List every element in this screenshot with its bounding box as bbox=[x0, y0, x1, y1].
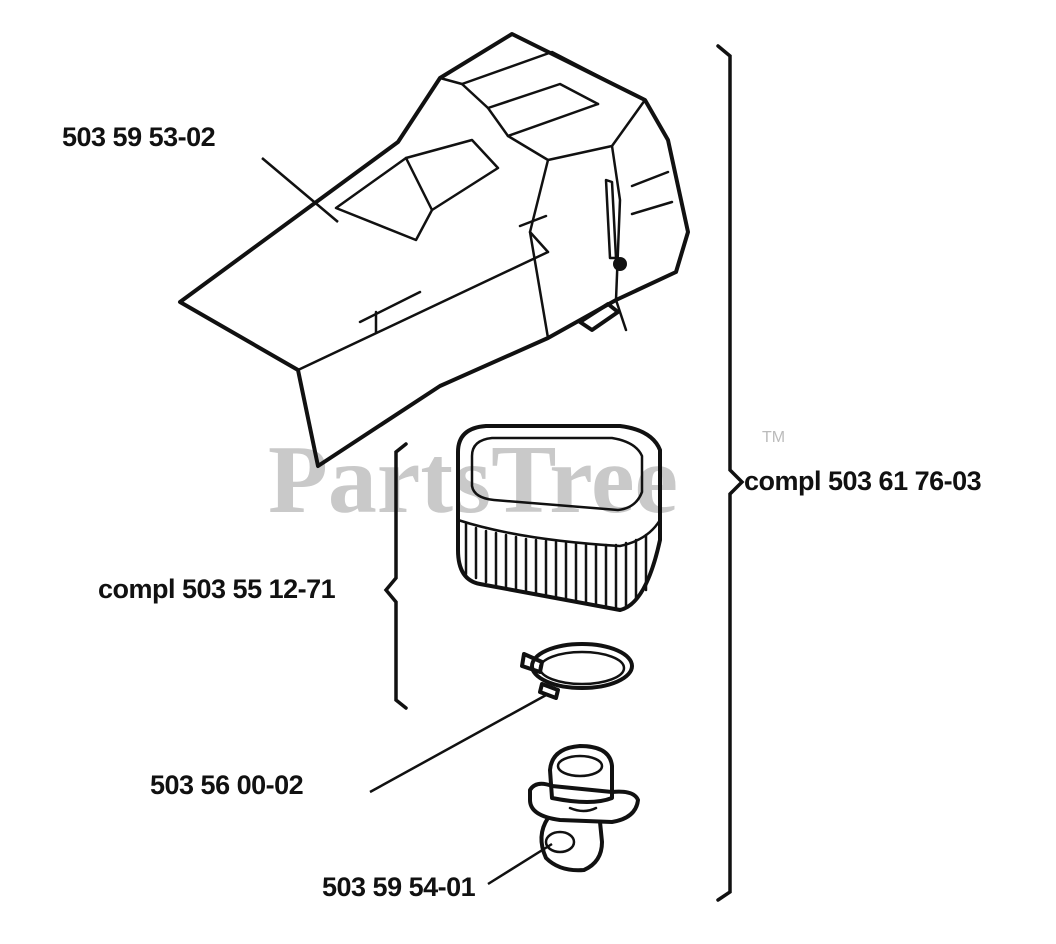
hose-clamp-drawing[interactable] bbox=[520, 642, 634, 700]
part-number-assembly[interactable]: compl 503 61 76-03 bbox=[744, 466, 982, 496]
part-number-hose-clamp[interactable]: 503 56 00-02 bbox=[150, 770, 304, 800]
watermark-tm: TM bbox=[762, 429, 785, 446]
intake-boot-drawing[interactable] bbox=[528, 744, 640, 873]
leader-intake-boot bbox=[487, 842, 553, 886]
bracket-assembly bbox=[716, 44, 745, 902]
part-number-cover[interactable]: 503 59 53-02 bbox=[62, 122, 216, 152]
leader-hose-clamp bbox=[369, 692, 549, 794]
leader-cover bbox=[261, 157, 339, 223]
bracket-filter-kit bbox=[383, 442, 408, 710]
part-number-intake-boot[interactable]: 503 59 54-01 bbox=[322, 872, 476, 902]
air-filter-element-drawing[interactable] bbox=[456, 424, 662, 612]
air-filter-cover-drawing[interactable] bbox=[178, 32, 690, 468]
part-number-filter-kit[interactable]: compl 503 55 12-71 bbox=[98, 574, 336, 604]
